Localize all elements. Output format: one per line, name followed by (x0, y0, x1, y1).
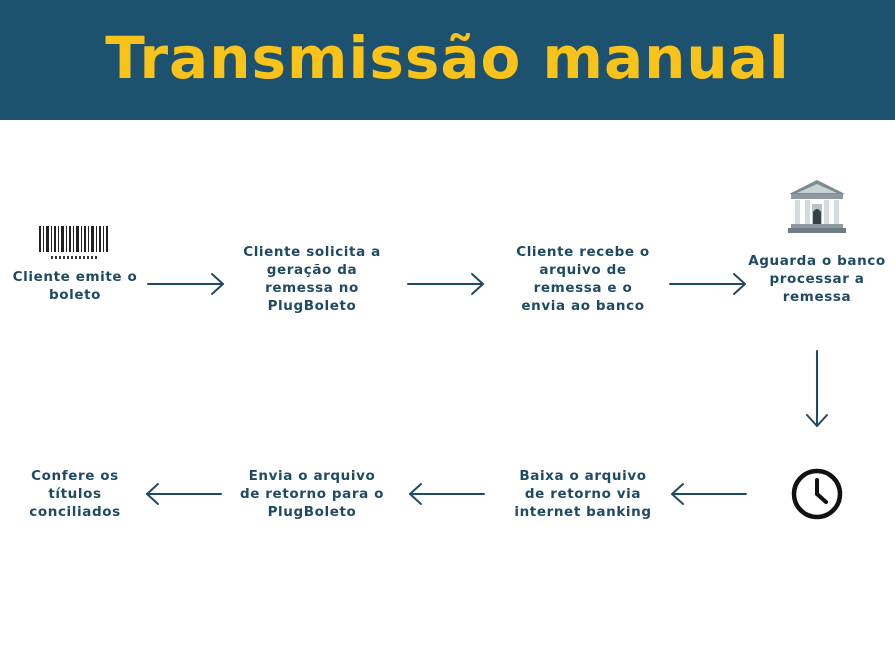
step-envia-retorno: Envia o arquivo de retorno para o PlugBo… (232, 467, 392, 521)
step-line: remessa (782, 289, 852, 305)
step-line: Envia o arquivo (248, 468, 376, 484)
step-baixa-retorno: Baixa o arquivo de retorno via internet … (503, 467, 663, 521)
step-line: Cliente solicita a (243, 244, 381, 260)
arrow-right-3 (669, 273, 746, 295)
step-emite-boleto: Cliente emite o boleto (5, 268, 145, 304)
step-line: remessa no (265, 280, 359, 296)
step-line: Cliente recebe o (516, 244, 650, 260)
step-line: arquivo de (539, 262, 627, 278)
arrow-down (806, 350, 828, 427)
clock-icon (791, 468, 843, 520)
step-line: internet banking (514, 504, 652, 520)
arrow-left-3 (146, 483, 222, 505)
step-line: processar a (769, 271, 865, 287)
step-line: geração da (266, 262, 358, 278)
step-line: Baixa o arquivo (519, 468, 647, 484)
step-line: de retorno via (524, 486, 642, 502)
step-line: envia ao banco (521, 298, 645, 314)
step-line: remessa e o (533, 280, 633, 296)
arrow-right-2 (407, 273, 484, 295)
arrow-left-2 (409, 483, 485, 505)
step-line: conciliados (29, 504, 121, 520)
step-aguarda-banco: Aguarda o banco processar a remessa (742, 252, 892, 306)
step-line: títulos (48, 486, 102, 502)
header-banner (0, 0, 895, 120)
step-line: Confere os (31, 468, 119, 484)
step-solicita-remessa: Cliente solicita a geração da remessa no… (232, 243, 392, 315)
arrow-left-1 (671, 483, 747, 505)
step-line: Cliente emite o (12, 269, 138, 285)
step-confere-titulos: Confere os títulos conciliados (5, 467, 145, 521)
step-line: PlugBoleto (267, 298, 357, 314)
step-recebe-arquivo: Cliente recebe o arquivo de remessa e o … (503, 243, 663, 315)
step-line: Aguarda o banco (748, 253, 886, 269)
step-line: PlugBoleto (267, 504, 357, 520)
step-line: de retorno para o (239, 486, 385, 502)
arrow-right-1 (147, 273, 224, 295)
step-line: boleto (48, 287, 102, 303)
barcode-icon (39, 226, 108, 259)
page-title: Transmissão manual (105, 24, 790, 92)
bank-icon (788, 180, 846, 233)
